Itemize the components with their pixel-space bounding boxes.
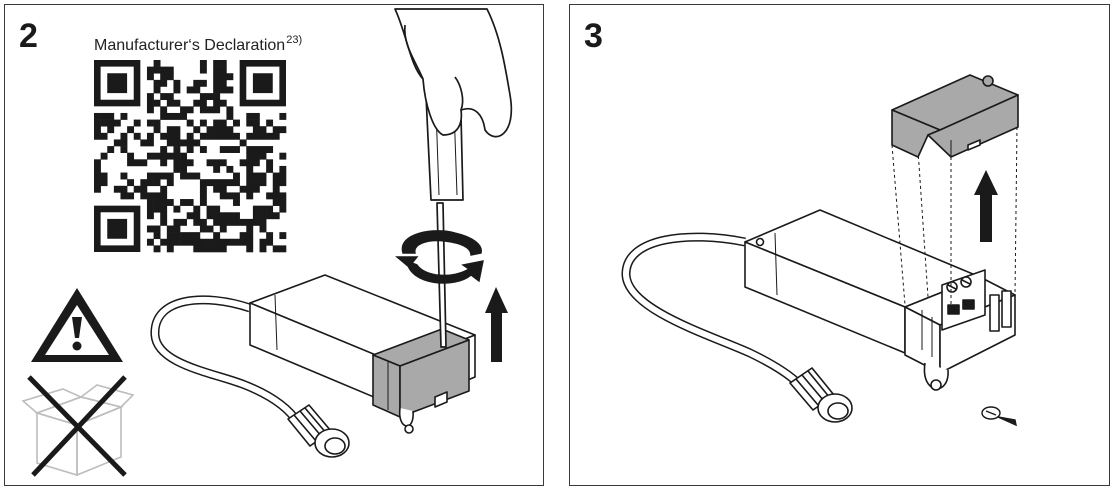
step-number: 3 <box>584 17 603 55</box>
alignment-guides <box>891 126 1018 306</box>
step-2-illustration <box>21 8 513 477</box>
rotate-arrow-icon <box>395 230 484 284</box>
crossed-out-box-icon <box>21 375 135 477</box>
declaration-text: Manufacturer‘s Declaration <box>94 37 286 54</box>
terminal-cover <box>891 74 1019 158</box>
footnote-marker: 23) <box>286 34 303 46</box>
step-number: 2 <box>19 17 38 55</box>
warning-triangle-icon <box>31 288 123 362</box>
up-arrow-icon <box>974 170 998 242</box>
qr-code-icon <box>94 60 287 253</box>
terminal-block <box>921 269 1012 357</box>
screw-icon <box>981 406 1017 427</box>
led-driver-device <box>621 209 1016 423</box>
cable-connector <box>789 367 853 423</box>
step-3-panel: 3 <box>569 4 1110 486</box>
step-2-panel: 2 Manufacturer‘s Declaration23) <box>4 4 544 486</box>
cable-connector <box>287 404 350 458</box>
led-driver-device <box>150 274 476 458</box>
step-3-illustration <box>621 74 1019 427</box>
manufacturers-declaration-label: Manufacturer‘s Declaration23) <box>94 34 302 55</box>
up-arrow-icon <box>485 287 508 362</box>
